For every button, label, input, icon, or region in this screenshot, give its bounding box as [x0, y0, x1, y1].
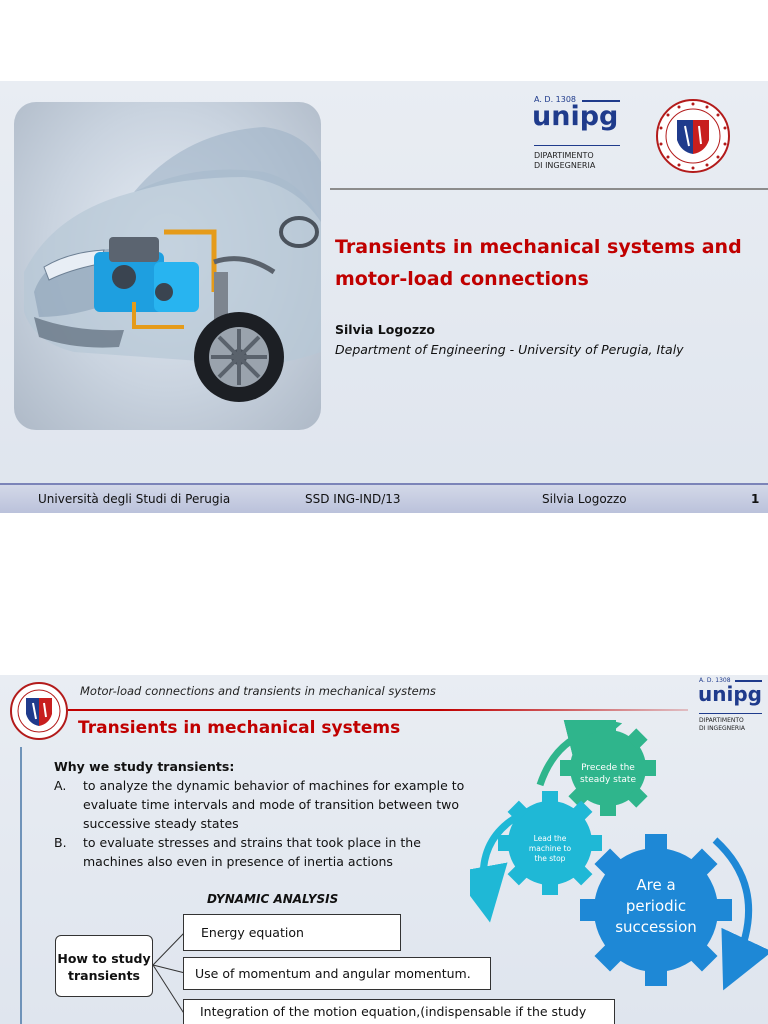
logo-name: unipg: [532, 101, 619, 132]
how-box-line: How to study: [57, 951, 151, 966]
footer-ssd: SSD ING-IND/13: [305, 492, 401, 506]
gear-big-line: Are a: [636, 876, 676, 894]
gear-left-line: the stop: [534, 854, 566, 863]
slide-footer: Università degli Studi di Perugia SSD IN…: [0, 483, 768, 513]
university-seal: [9, 681, 69, 741]
gear-top-line: Precede the: [581, 763, 635, 773]
method-box: Energy equation: [183, 914, 401, 951]
gear-top-line: steady state: [580, 775, 636, 785]
method-box: Integration of the motion equation,(indi…: [183, 999, 615, 1024]
gear-left-line: Lead the: [533, 834, 567, 843]
gear-left-line: machine to: [528, 844, 572, 853]
title-slide: A. D. 1308 unipg DIPARTIMENTO DI INGEGNE…: [0, 81, 768, 513]
how-box-line: transients: [68, 968, 140, 983]
title-line-1: Transients in mechanical systems and: [335, 236, 742, 258]
logo-underline: [699, 713, 762, 714]
university-seal: [655, 98, 731, 174]
gear-green-icon: [560, 720, 656, 816]
reason-item: A. to analyze the dynamic behavior of ma…: [54, 776, 494, 833]
tree-connectors: [152, 931, 186, 1016]
logo-year: A. D. 1308: [699, 677, 731, 684]
hybrid-car-image: [14, 102, 321, 430]
how-to-study-box: How to study transients: [55, 935, 153, 997]
header-rule: [68, 709, 688, 711]
logo-dept-line1: DIPARTIMENTO: [699, 717, 744, 724]
logo-dept-line2: DI INGEGNERIA: [699, 725, 745, 732]
slide-topic: Motor-load connections and transients in…: [80, 684, 436, 698]
gear-top-label: Precede the steady state: [568, 762, 648, 786]
logo-rule: [582, 100, 620, 102]
content-slide: Motor-load connections and transients in…: [0, 675, 768, 1024]
footer-university: Università degli Studi di Perugia: [38, 492, 231, 506]
why-heading: Why we study transients:: [54, 759, 235, 774]
reason-line: successive steady states: [83, 816, 239, 831]
gear-blue-icon: [580, 834, 732, 986]
unipg-logo: A. D. 1308 unipg DIPARTIMENTO DI INGEGNE…: [698, 677, 764, 737]
reasons-list: A. to analyze the dynamic behavior of ma…: [54, 776, 494, 871]
dynamic-analysis-label: DYNAMIC ANALYSIS: [207, 892, 339, 906]
reason-line: evaluate time intervals and mode of tran…: [83, 797, 459, 812]
unipg-logo: A. D. 1308 unipg DIPARTIMENTO DI INGEGNE…: [532, 95, 622, 175]
transient-cycle-diagram: Precede the steady state Lead the machin…: [452, 709, 768, 1024]
logo-rule: [735, 680, 762, 682]
footer-page-number: 1: [751, 492, 760, 506]
logo-underline: [534, 145, 620, 146]
title-line-2: motor-load connections: [335, 268, 589, 290]
logo-dept-line1: DIPARTIMENTO: [534, 151, 594, 160]
gear-cyan-icon: [498, 791, 602, 895]
logo-year: A. D. 1308: [534, 95, 577, 104]
slide-title: Transients in mechanical systems and mot…: [335, 231, 755, 295]
reason-letter: A.: [54, 778, 67, 793]
gear-big-label: Are a periodic succession: [601, 875, 711, 938]
gear-big-line: periodic: [625, 897, 687, 915]
gear-big-line: succession: [615, 918, 697, 936]
reason-line: to analyze the dynamic behavior of machi…: [83, 778, 465, 793]
header-separator: [330, 188, 768, 190]
footer-author: Silvia Logozzo: [542, 492, 627, 506]
left-accent-line: [20, 747, 22, 1024]
reason-item: B. to evaluate stresses and strains that…: [54, 833, 494, 871]
slide-title: Transients in mechanical systems: [78, 718, 401, 738]
reason-letter: B.: [54, 835, 67, 850]
author-department: Department of Engineering - University o…: [335, 342, 684, 357]
gear-left-label: Lead the machine to the stop: [514, 834, 586, 864]
logo-dept-line2: DI INGEGNERIA: [534, 161, 596, 170]
logo-name: unipg: [698, 682, 762, 706]
method-box: Use of momentum and angular momentum.: [183, 957, 491, 990]
author-name: Silvia Logozzo: [335, 322, 436, 337]
reason-line: machines also even in presence of inerti…: [83, 854, 393, 869]
reason-line: to evaluate stresses and strains that to…: [83, 835, 421, 850]
